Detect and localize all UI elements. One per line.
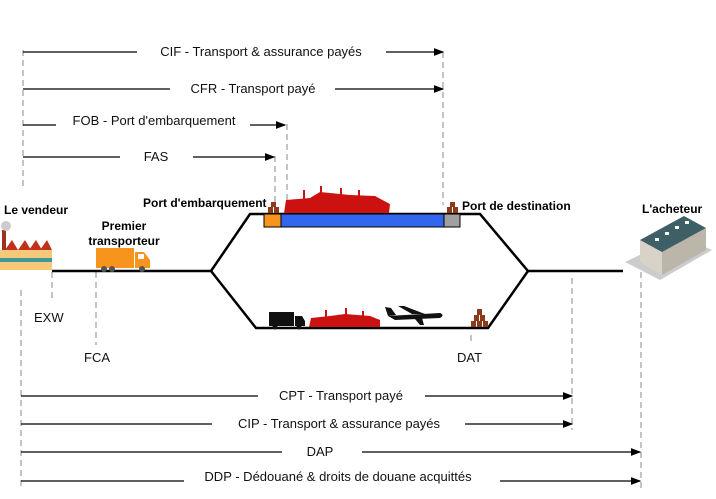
arrow-fas: FAS [23, 149, 276, 164]
cargo-icon [471, 309, 488, 327]
arrow-ddp: DDP - Dédouané & droits de douane acquit… [21, 469, 642, 485]
label-dap: DAP [307, 444, 334, 459]
label-port-loading: Port d'embarquement [143, 196, 267, 210]
ship-icon [309, 308, 380, 327]
cargo-icon [268, 202, 279, 213]
label-cpt: CPT - Transport payé [279, 388, 403, 403]
port-destination-box [443, 213, 461, 228]
label-ddp: DDP - Dédouané & droits de douane acquit… [204, 469, 472, 484]
arrow-cfr: CFR - Transport payé [23, 81, 445, 96]
label-first-carrier-line2: transporteur [88, 234, 160, 248]
arrow-cif: CIF - Transport & assurance payés [23, 44, 445, 59]
ship-icon [284, 186, 390, 213]
label-dat: DAT [457, 350, 482, 365]
label-fca: FCA [84, 350, 110, 365]
first-carrier-truck-icon [96, 248, 150, 272]
port-loading-box [263, 213, 282, 228]
label-first-carrier-line1: Premier [102, 219, 147, 233]
label-cif: CIF - Transport & assurance payés [160, 44, 362, 59]
airplane-icon [385, 306, 443, 325]
sea-route-bar [280, 213, 445, 228]
label-exw: EXW [34, 310, 64, 325]
label-cip: CIP - Transport & assurance payés [238, 416, 441, 431]
arrow-cip: CIP - Transport & assurance payés [21, 416, 574, 431]
arrow-fob: FOB - Port d'embarquement [23, 113, 287, 129]
label-buyer: L'acheteur [642, 202, 703, 216]
arrow-dap: DAP [21, 444, 642, 459]
label-fob: FOB - Port d'embarquement [73, 113, 236, 128]
label-cfr: CFR - Transport payé [191, 81, 316, 96]
arrow-cpt: CPT - Transport payé [21, 388, 574, 403]
label-port-destination: Port de destination [462, 199, 571, 213]
label-seller: Le vendeur [4, 203, 68, 217]
buyer-warehouse-icon [625, 216, 712, 280]
truck-icon [269, 312, 305, 330]
seller-factory-icon [0, 221, 52, 270]
cargo-icon [447, 202, 458, 213]
label-fas: FAS [144, 149, 169, 164]
